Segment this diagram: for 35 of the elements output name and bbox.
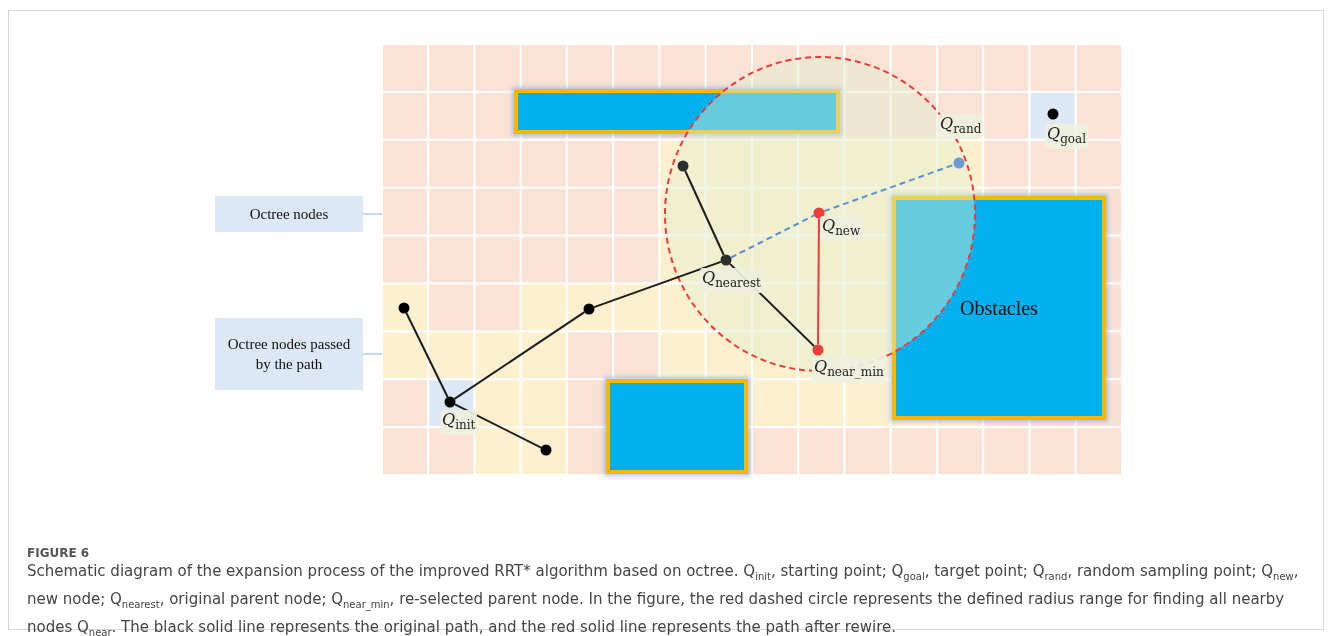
obstacle-block	[606, 379, 748, 474]
tree-node-dot	[1047, 108, 1059, 120]
tree-node-dot	[540, 444, 552, 456]
node-label: Q$_{nearest}$	[700, 268, 763, 294]
path-segment	[405, 311, 449, 399]
path-segment	[728, 262, 816, 348]
leader-line	[362, 353, 383, 355]
path-segment	[453, 403, 543, 449]
path-segment	[729, 214, 816, 259]
figure-caption: Schematic diagram of the expansion process of the improved RRT* algorithm based on octree. Q$_{init}$, starting point; Q$_{goal}$, target point; Q$_{rand}$, random sampling point; Q$_{new}$, new node; Q$_{nearest}$, original parent node; Q$_{near_min}$, re-selected parent node. In the figure, the red dashed circle represents the defined radius range for finding all nearby nodes Q$_{near}$. The black solid line represents the original path, and the red solid line represents the path after rewire.	[27, 561, 1300, 636]
legend-label-box: Octree nodes passed by the path	[215, 318, 363, 390]
obstacle-block	[892, 196, 1106, 420]
tree-node-dot	[398, 302, 410, 314]
node-label: Q$_{new}$	[820, 216, 863, 242]
node-label: Q$_{init}$	[440, 410, 478, 436]
path-segment	[684, 170, 725, 256]
tree-node-dot	[444, 396, 456, 408]
path-segment	[817, 217, 820, 346]
tree-node-dot	[720, 254, 732, 266]
tree-node-dot	[953, 157, 965, 169]
tree-node-dot	[677, 160, 689, 172]
node-label: Q$_{rand}$	[938, 114, 984, 140]
obstacle-label: Obstacles	[960, 296, 1038, 320]
tree-node-dot	[813, 207, 825, 219]
path-segment	[593, 260, 722, 309]
legend-label-box: Octree nodes	[215, 196, 363, 232]
path-segment	[823, 163, 955, 213]
tree-node-dot	[812, 344, 824, 356]
tree-node-dot	[583, 303, 595, 315]
path-segment	[453, 311, 586, 400]
node-label: Q$_{goal}$	[1045, 124, 1089, 150]
leader-line	[362, 213, 383, 215]
node-label: Q$_{near_min}$	[812, 357, 886, 383]
figure-title: FIGURE 6	[27, 546, 90, 560]
obstacle-block	[514, 89, 840, 134]
